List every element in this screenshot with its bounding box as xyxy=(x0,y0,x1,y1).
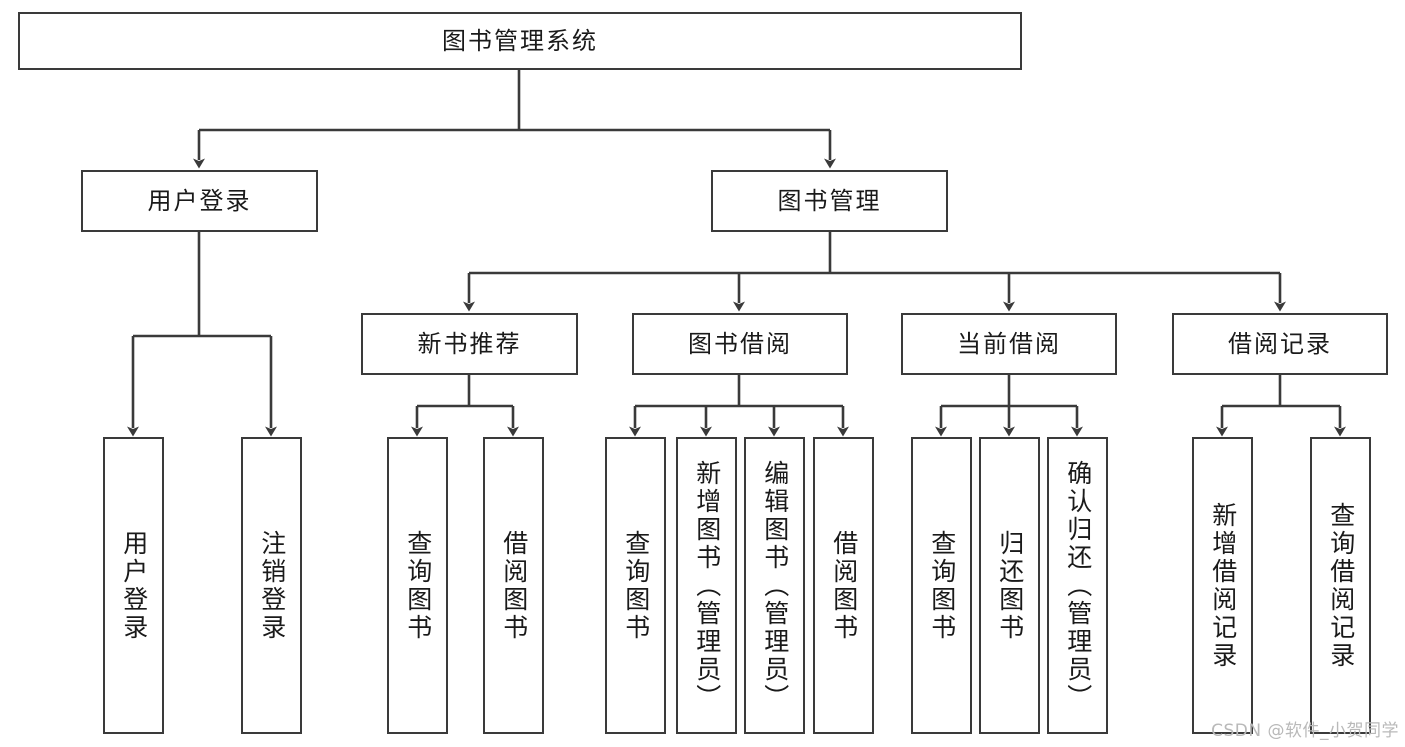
node-leaf-add-record-label: 新增借阅记录 xyxy=(1208,501,1238,670)
node-leaf-borrow-book-2[interactable]: 借阅图书 xyxy=(813,437,874,734)
node-user-login[interactable]: 用户登录 xyxy=(81,170,318,232)
node-leaf-borrow-book-1[interactable]: 借阅图书 xyxy=(483,437,544,734)
node-leaf-add-book-label: 新增图书（管理员） xyxy=(692,459,722,712)
node-leaf-user-logout-label: 注销登录 xyxy=(257,529,287,642)
node-leaf-user-login-label: 用户登录 xyxy=(119,529,149,642)
node-root[interactable]: 图书管理系统 xyxy=(18,12,1022,70)
node-leaf-add-record[interactable]: 新增借阅记录 xyxy=(1192,437,1253,734)
node-leaf-confirm-return-label: 确认归还（管理员） xyxy=(1063,459,1093,712)
node-leaf-user-login[interactable]: 用户登录 xyxy=(103,437,164,734)
node-leaf-confirm-return[interactable]: 确认归还（管理员） xyxy=(1047,437,1108,734)
node-root-label: 图书管理系统 xyxy=(442,26,598,55)
node-leaf-query-book-1-label: 查询图书 xyxy=(403,529,433,642)
node-current-borrow-label: 当前借阅 xyxy=(957,329,1061,358)
node-leaf-add-book[interactable]: 新增图书（管理员） xyxy=(676,437,737,734)
node-leaf-query-record[interactable]: 查询借阅记录 xyxy=(1310,437,1371,734)
node-new-book-rec-label: 新书推荐 xyxy=(417,329,522,358)
node-user-login-label: 用户登录 xyxy=(147,186,252,215)
node-leaf-query-book-2-label: 查询图书 xyxy=(621,529,651,642)
node-book-borrow[interactable]: 图书借阅 xyxy=(632,313,848,375)
node-leaf-query-book-1[interactable]: 查询图书 xyxy=(387,437,448,734)
node-leaf-query-book-3-label: 查询图书 xyxy=(927,529,957,642)
node-leaf-user-logout[interactable]: 注销登录 xyxy=(241,437,302,734)
node-leaf-borrow-book-1-label: 借阅图书 xyxy=(499,529,529,642)
node-borrow-record-label: 借阅记录 xyxy=(1228,329,1332,358)
node-borrow-record[interactable]: 借阅记录 xyxy=(1172,313,1388,375)
node-leaf-edit-book-label: 编辑图书（管理员） xyxy=(760,459,790,712)
node-leaf-borrow-book-2-label: 借阅图书 xyxy=(829,529,859,642)
node-book-manage[interactable]: 图书管理 xyxy=(711,170,948,232)
node-leaf-return-book-label: 归还图书 xyxy=(995,529,1025,642)
node-current-borrow[interactable]: 当前借阅 xyxy=(901,313,1117,375)
node-book-manage-label: 图书管理 xyxy=(777,186,882,215)
node-leaf-query-book-3[interactable]: 查询图书 xyxy=(911,437,972,734)
node-book-borrow-label: 图书借阅 xyxy=(688,329,792,358)
node-leaf-query-book-2[interactable]: 查询图书 xyxy=(605,437,666,734)
node-leaf-edit-book[interactable]: 编辑图书（管理员） xyxy=(744,437,805,734)
node-leaf-return-book[interactable]: 归还图书 xyxy=(979,437,1040,734)
node-new-book-rec[interactable]: 新书推荐 xyxy=(361,313,578,375)
node-leaf-query-record-label: 查询借阅记录 xyxy=(1326,501,1356,670)
watermark: CSDN @软件_小贺同学 xyxy=(1211,721,1399,741)
